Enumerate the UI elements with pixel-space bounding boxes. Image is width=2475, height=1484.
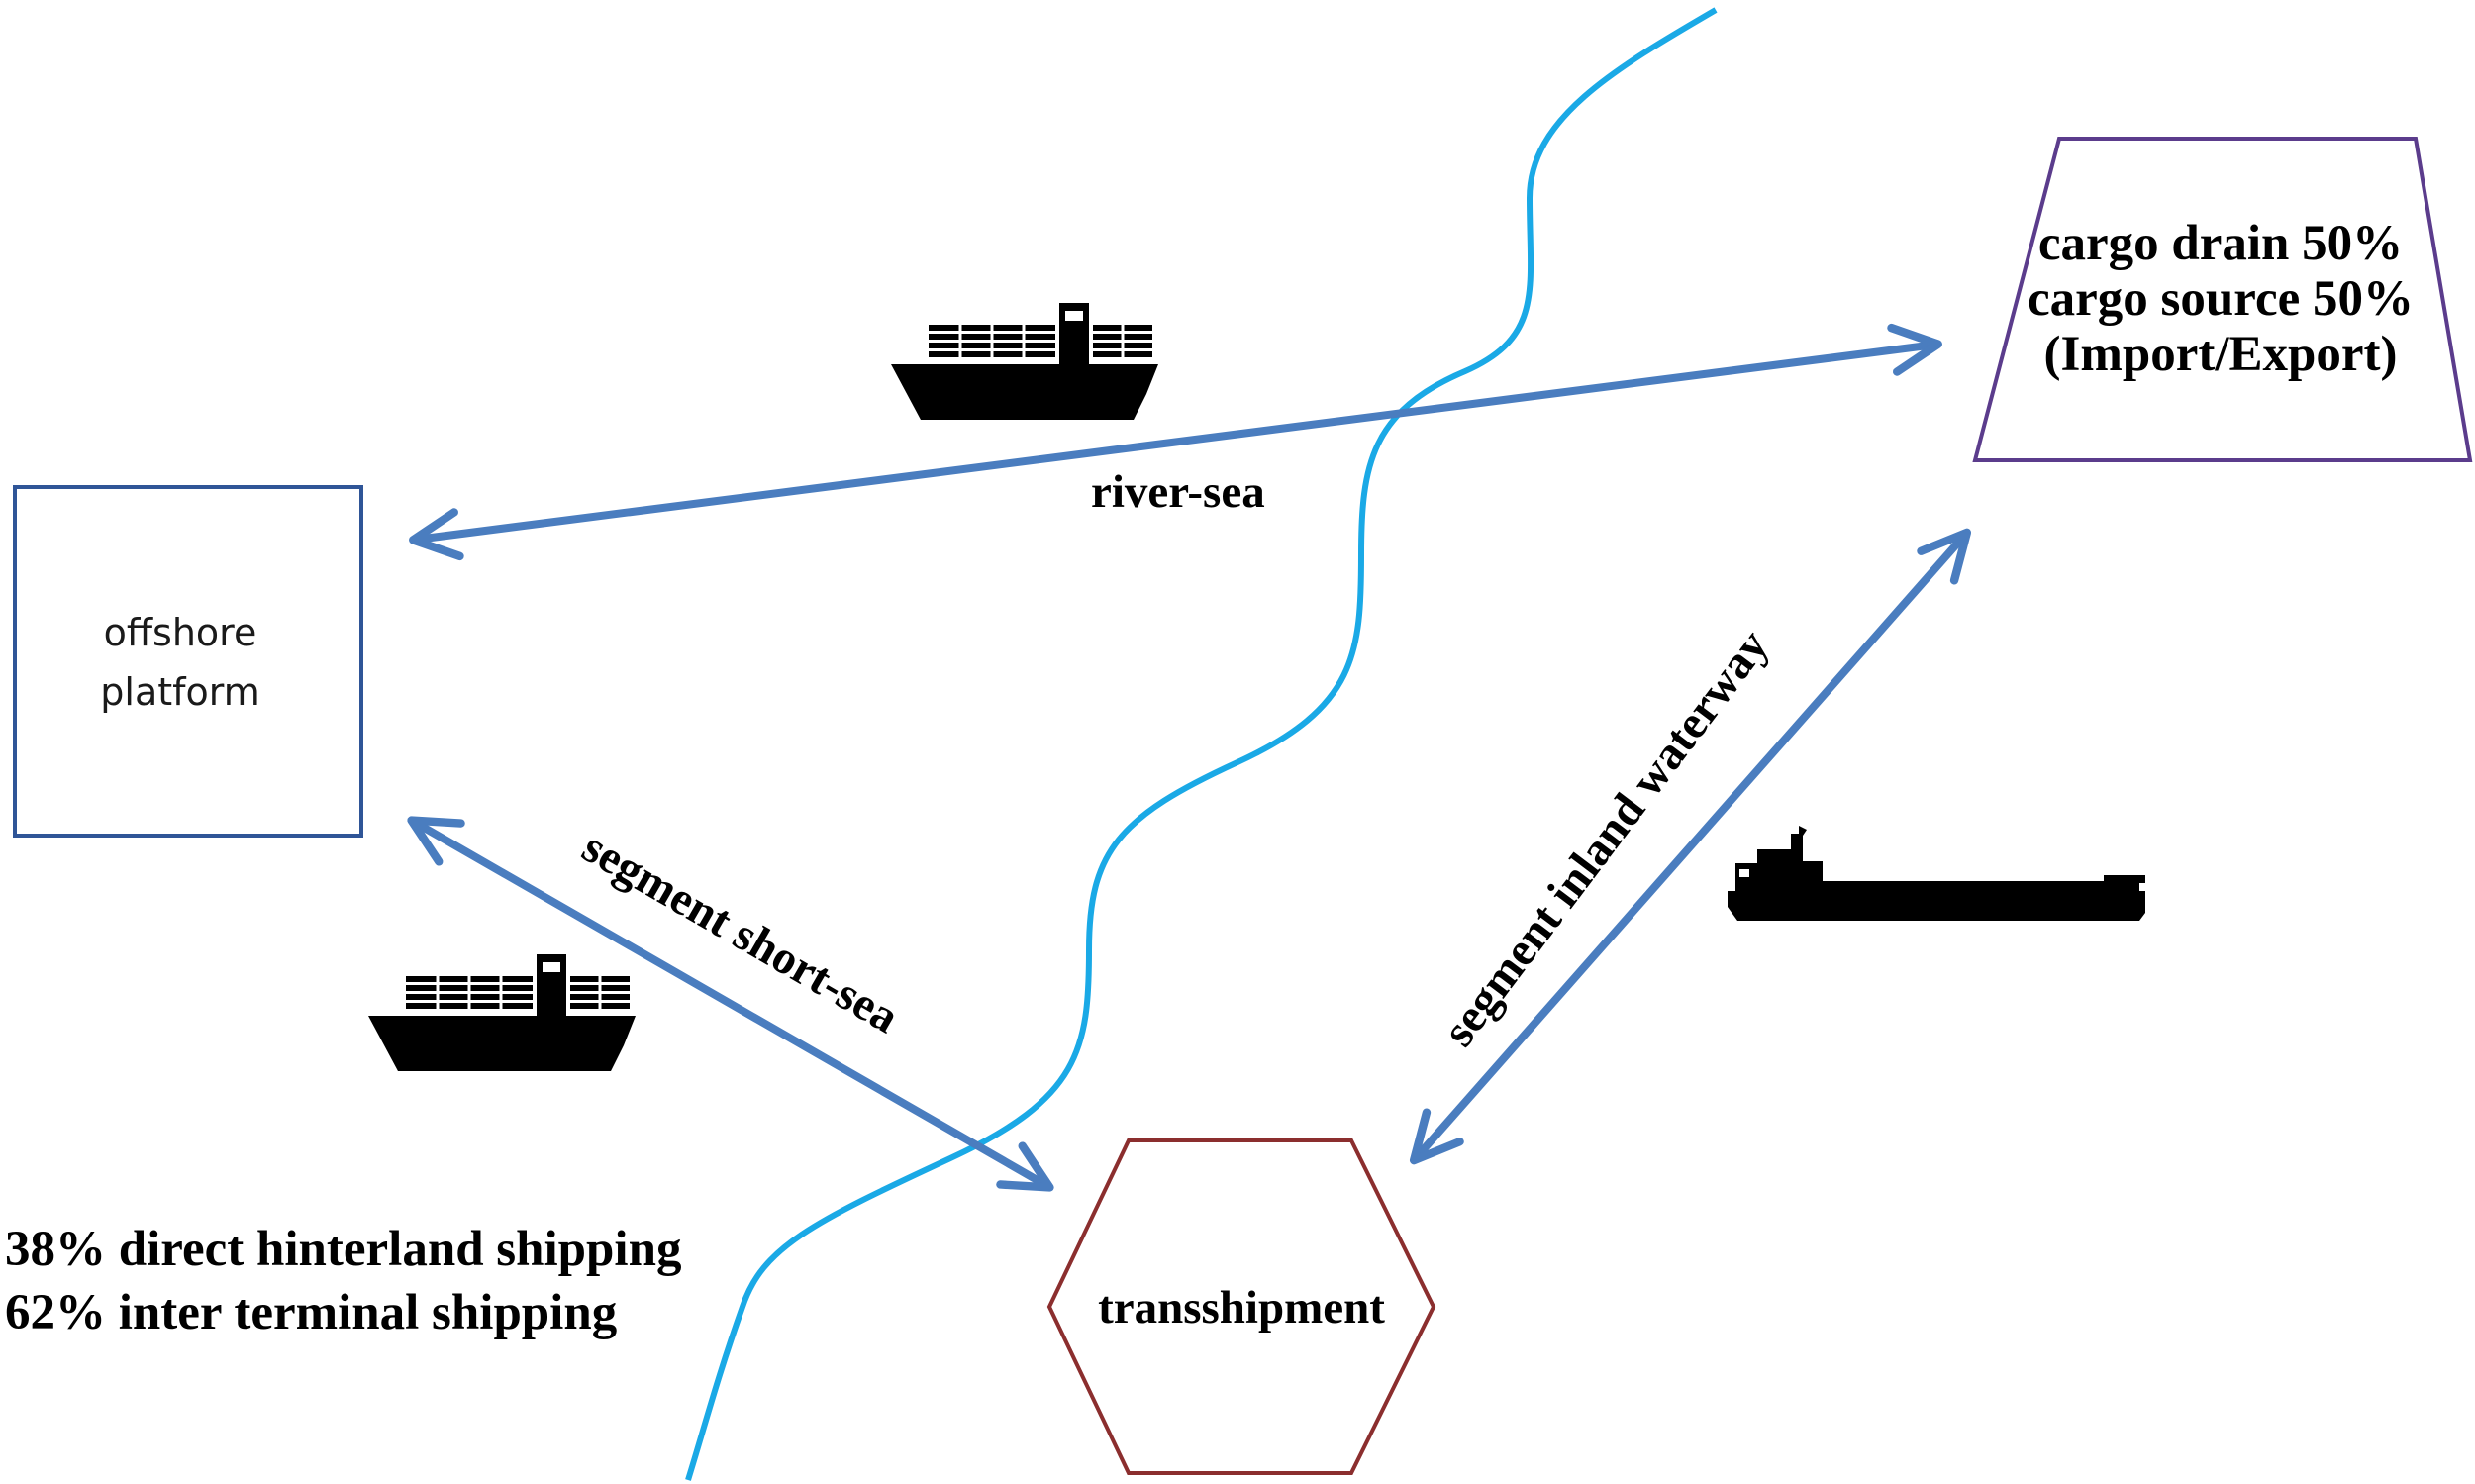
cargo-source-drain-node xyxy=(1972,137,2473,462)
transshipment-label: transshipment xyxy=(1098,1282,1385,1334)
cargo-drain-label: cargo drain 50% xyxy=(2038,216,2403,271)
short-sea-arrow xyxy=(407,816,1054,1192)
inland-waterway-label: segment inland waterway xyxy=(1433,620,1779,1055)
river-sea-arrow xyxy=(409,323,1942,561)
river-sea-label: river-sea xyxy=(1091,466,1265,518)
river-line xyxy=(685,7,1718,1481)
barge-icon xyxy=(1728,826,2145,921)
offshore-platform-label-line2: platform xyxy=(100,670,259,714)
inter-terminal-shipping-stat: 62% inter terminal shipping xyxy=(5,1285,617,1340)
container-ship-icon xyxy=(366,952,638,1073)
container-ship-icon xyxy=(889,301,1160,422)
import-export-label: (Import/Export) xyxy=(2044,327,2398,382)
offshore-platform-box xyxy=(13,485,363,838)
transshipment-node xyxy=(1046,1138,1436,1475)
inland-waterway-arrow xyxy=(1409,528,1972,1165)
offshore-platform-label-line1: offshore xyxy=(104,611,257,654)
cargo-source-label: cargo source 50% xyxy=(2028,271,2414,327)
direct-hinterland-shipping-stat: 38% direct hinterland shipping xyxy=(5,1222,681,1277)
